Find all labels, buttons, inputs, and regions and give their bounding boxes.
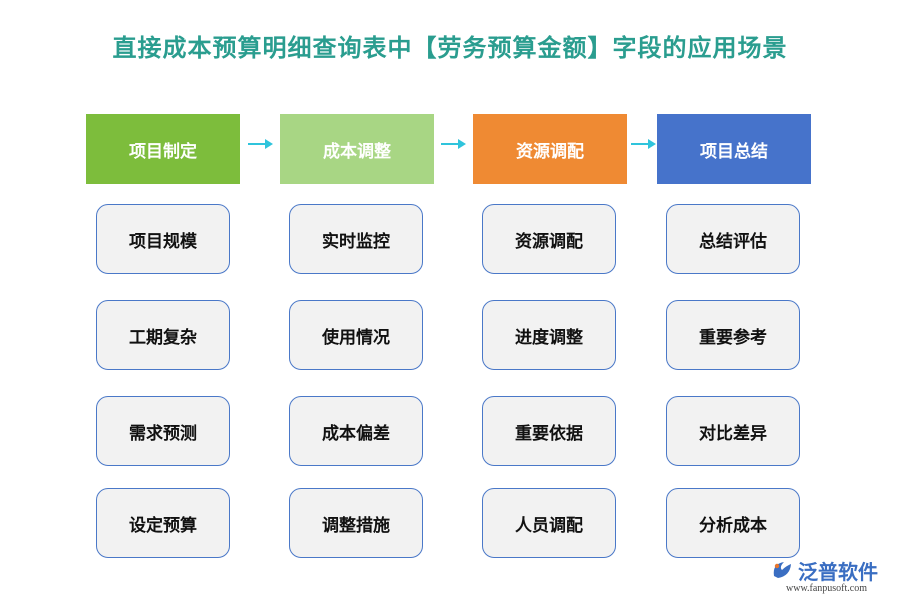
item-box: 分析成本 [666, 488, 800, 558]
item-box: 工期复杂 [96, 300, 230, 370]
item-box: 调整措施 [289, 488, 423, 558]
item-box: 资源调配 [482, 204, 616, 274]
arrow-right-icon [631, 138, 657, 150]
fanpu-logo-icon [773, 562, 791, 578]
logo-name: 泛普软件 [798, 562, 878, 584]
logo-url: www.fanpusoft.com [786, 583, 868, 594]
item-box: 设定预算 [96, 488, 230, 558]
page-title: 直接成本预算明细查询表中【劳务预算金额】字段的应用场景 [112, 35, 788, 62]
item-box: 对比差异 [666, 396, 800, 466]
column-header-2: 成本调整 [280, 114, 434, 184]
item-box: 人员调配 [482, 488, 616, 558]
column-header-3: 资源调配 [473, 114, 627, 184]
item-box: 总结评估 [666, 204, 800, 274]
item-box: 成本偏差 [289, 396, 423, 466]
arrow-right-icon [248, 138, 274, 150]
column-header-4: 项目总结 [657, 114, 811, 184]
arrow-right-icon [441, 138, 467, 150]
item-box: 需求预测 [96, 396, 230, 466]
item-box: 项目规模 [96, 204, 230, 274]
brand-logo: 泛普软件 www.fanpusoft.com [770, 556, 892, 596]
column-header-1: 项目制定 [86, 114, 240, 184]
item-box: 实时监控 [289, 204, 423, 274]
item-box: 重要参考 [666, 300, 800, 370]
item-box: 使用情况 [289, 300, 423, 370]
item-box: 重要依据 [482, 396, 616, 466]
item-box: 进度调整 [482, 300, 616, 370]
